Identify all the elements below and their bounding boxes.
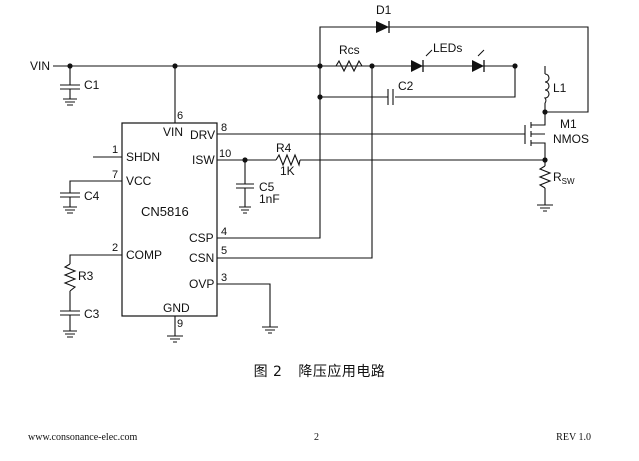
r4-label: R4 — [276, 141, 292, 155]
figure-title: 降压应用电路 — [298, 364, 386, 380]
footer-website: www.consonance-elec.com — [28, 432, 138, 443]
pin-num-8: 8 — [221, 122, 227, 134]
m1-label: M1 — [560, 117, 577, 131]
pin-name-csp: CSP — [189, 231, 214, 245]
r3-label: R3 — [78, 269, 94, 283]
pin-name-gnd: GND — [163, 301, 190, 315]
r3-resistor — [63, 263, 77, 292]
d1-diode-icon — [376, 21, 390, 33]
leds-label: LEDs — [433, 41, 462, 55]
l1-label: L1 — [553, 81, 567, 95]
c4-label: C4 — [84, 189, 100, 203]
wires — [53, 26, 589, 343]
r4-resistor — [275, 153, 301, 167]
pin-name-comp: COMP — [126, 248, 162, 262]
l1-inductor — [543, 73, 550, 104]
pin-name-vin: VIN — [163, 125, 183, 139]
c5-label: C5 — [259, 180, 275, 194]
rsw-label: RSW — [553, 170, 575, 186]
c3-label: C3 — [84, 307, 100, 321]
pin-num-9: 9 — [177, 318, 183, 330]
pin-name-drv: DRV — [190, 128, 215, 142]
footer-page-number: 2 — [314, 432, 319, 443]
pin-name-shdn: SHDN — [126, 150, 160, 164]
d1-label: D1 — [376, 3, 392, 17]
pin-num-5: 5 — [221, 245, 227, 257]
pin-num-4: 4 — [221, 226, 227, 238]
pin-name-vcc: VCC — [126, 174, 152, 188]
r4-value: 1K — [280, 164, 295, 178]
pin-num-3: 3 — [221, 272, 227, 284]
junction-dots — [67, 63, 548, 163]
chip-body — [121, 122, 218, 317]
m1-type: NMOS — [553, 132, 589, 146]
rsw-subscript: SW — [562, 177, 575, 186]
pin-name-ovp: OVP — [189, 277, 214, 291]
pin-num-2: 2 — [112, 242, 118, 254]
pin-num-7: 7 — [112, 169, 118, 181]
c1-label: C1 — [84, 78, 100, 92]
footer-revision: REV 1.0 — [556, 432, 591, 443]
pin-num-6: 6 — [177, 110, 183, 122]
pin-num-1: 1 — [112, 144, 118, 156]
pin-num-10: 10 — [219, 148, 231, 160]
c5-value: 1nF — [259, 192, 280, 206]
figure-number: 图 2 — [253, 364, 283, 380]
c2-label: C2 — [398, 79, 414, 93]
rcs-resistor — [335, 59, 363, 73]
rsw-resistor — [538, 165, 552, 189]
rcs-label: Rcs — [339, 43, 360, 57]
chip-name: CN5816 — [141, 204, 189, 219]
pin-name-csn: CSN — [189, 251, 214, 265]
vin-label: VIN — [30, 59, 50, 73]
pin-name-isw: ISW — [192, 153, 215, 167]
figure-caption: 图 2 降压应用电路 — [0, 361, 639, 381]
led-icon — [411, 49, 485, 72]
